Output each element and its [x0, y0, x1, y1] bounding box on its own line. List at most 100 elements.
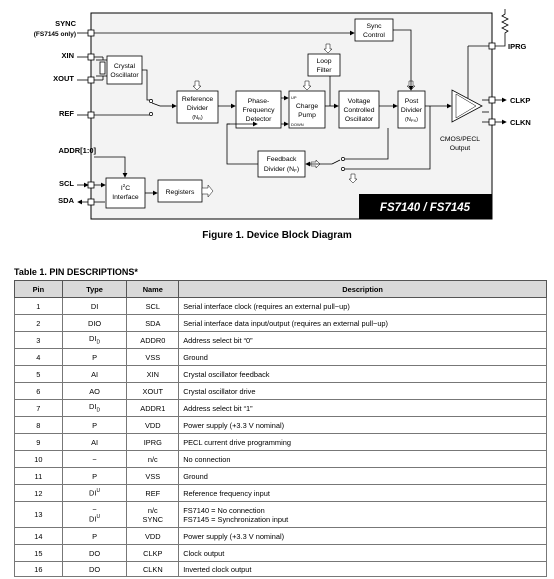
- crystal-symbol: [99, 61, 106, 75]
- crystal-oscillator-block: [106, 55, 143, 85]
- name-cell: CLKN: [126, 561, 180, 577]
- description-cell: Ground: [178, 348, 547, 366]
- output-line2: Output: [450, 145, 471, 152]
- sync-line1: Sync: [366, 23, 382, 30]
- description-cell: Address select bit “1”: [178, 399, 547, 417]
- name-cell: XIN: [126, 365, 180, 383]
- name-cell: VDD: [126, 416, 180, 434]
- pin-cell: 3: [14, 331, 63, 349]
- name-cell: SCL: [126, 297, 180, 315]
- vco-line1: Voltage: [348, 98, 371, 105]
- type-cell: P: [61, 527, 128, 545]
- charge-pump-block: [288, 90, 326, 129]
- vco-line2: Controlled: [344, 107, 375, 114]
- name-cell: VSS: [126, 348, 180, 366]
- pin-cell: 9: [14, 433, 63, 451]
- pin-label-xout: XOUT: [53, 74, 74, 83]
- pin-cell: 4: [14, 348, 63, 366]
- vco-line3: Oscillator: [345, 116, 374, 123]
- post-line1: Post: [405, 98, 419, 105]
- crystal-osc-line1: Crystal: [114, 63, 136, 70]
- name-cell: IPRG: [126, 433, 180, 451]
- table-header-row: Pin Type Name Description: [14, 280, 547, 298]
- type-cell: AO: [61, 382, 128, 400]
- feedback-divider-block: [257, 150, 306, 178]
- pin-cell: 7: [14, 399, 63, 417]
- part-number-box: [359, 194, 492, 219]
- name-cell: REF: [126, 484, 180, 502]
- pin-cell: 16: [14, 561, 63, 577]
- header-type: Type: [61, 280, 128, 298]
- pin-cell: 11: [14, 467, 63, 485]
- fb-line1: Feedback: [267, 156, 297, 163]
- description-cell: Power supply (+3.3 V nominal): [178, 527, 547, 545]
- description-cell: Inverted clock output: [178, 561, 547, 577]
- vco-block: [338, 90, 380, 129]
- post-line2: Divider: [401, 107, 423, 114]
- type-cell: DID: [61, 399, 128, 417]
- pin-cell: 14: [14, 527, 63, 545]
- type-cell: −DIU: [61, 501, 128, 528]
- type-cell: P: [61, 467, 128, 485]
- loop-line2: Filter: [316, 67, 332, 74]
- name-cell: XOUT: [126, 382, 180, 400]
- type-cell: P: [61, 416, 128, 434]
- type-cell: DIU: [61, 484, 128, 502]
- description-cell: PECL current drive programming: [178, 433, 547, 451]
- type-cell: P: [61, 348, 128, 366]
- pin-label-sda: SDA: [58, 196, 74, 205]
- ref-div-line1: Reference: [182, 96, 214, 103]
- description-cell: Crystal oscillator feedback: [178, 365, 547, 383]
- type-cell: DID: [61, 331, 128, 349]
- description-cell: Serial interface data input/output (requ…: [178, 314, 547, 332]
- pin-cell: 2: [14, 314, 63, 332]
- pfd-line3: Detector: [246, 116, 272, 123]
- name-cell: VSS: [126, 467, 180, 485]
- post-line3: (NPX): [405, 117, 418, 123]
- pin-label-clkn: CLKN: [510, 118, 531, 127]
- sync-line2: Control: [363, 32, 385, 39]
- registers-label: Registers: [166, 189, 195, 196]
- type-subscript: D: [96, 407, 101, 414]
- type-cell: DO: [61, 561, 128, 577]
- name-cell: n/c: [126, 450, 180, 468]
- figure-caption: Figure 1. Device Block Diagram: [202, 230, 352, 241]
- pin-label-scl: SCL: [59, 179, 74, 188]
- reference-divider-block: [176, 90, 219, 124]
- pin-label-ref: REF: [59, 109, 74, 118]
- loop-line1: Loop: [316, 58, 331, 65]
- block-diagram: SYNC (FS7145 only) XIN XOUT REF ADDR[1:0…: [34, 9, 531, 220]
- pin-cell: 8: [14, 416, 63, 434]
- description-cell: Power supply (+3.3 V nominal): [178, 416, 547, 434]
- type-cell: DO: [61, 544, 128, 562]
- type-subscript: D: [96, 339, 101, 346]
- pin-cell: 1: [14, 297, 63, 315]
- type-cell: −: [61, 450, 128, 468]
- output-line1: CMOS/PECL: [440, 136, 480, 143]
- resistor-symbol: [495, 9, 509, 47]
- pfd-line1: Phase-: [248, 98, 270, 105]
- pin-cell: 13: [14, 501, 63, 528]
- loop-filter-block: [307, 53, 341, 77]
- type-cell: AI: [61, 433, 128, 451]
- pump-up-label: UP: [291, 95, 297, 100]
- pin-cell: 15: [14, 544, 63, 562]
- table-title: Table 1. PIN DESCRIPTIONS*: [14, 267, 138, 277]
- pump-line2: Pump: [298, 112, 316, 119]
- description-cell: Crystal oscillator drive: [178, 382, 547, 400]
- name-cell: ADDR1: [126, 399, 180, 417]
- description-cell: Address select bit “0”: [178, 331, 547, 349]
- pin-cell: 5: [14, 365, 63, 383]
